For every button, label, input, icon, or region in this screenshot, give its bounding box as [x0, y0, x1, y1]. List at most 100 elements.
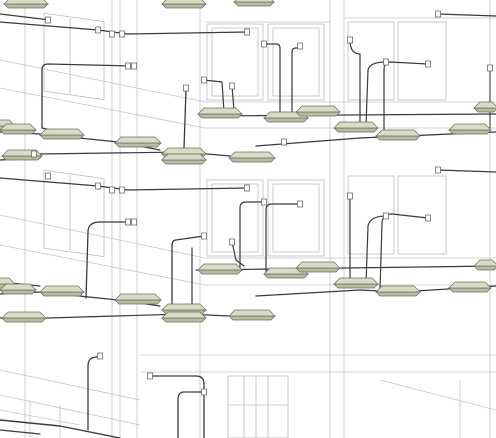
air-unit	[228, 309, 276, 321]
fitting-icon	[425, 60, 431, 68]
air-unit-top	[295, 105, 341, 113]
air-unit-side	[39, 134, 85, 140]
air-unit-side	[0, 129, 37, 135]
fitting-icon	[109, 186, 115, 194]
fitting-icon	[244, 184, 250, 192]
pipe-run	[265, 203, 301, 273]
pipe-run	[437, 13, 496, 17]
air-unit	[333, 277, 379, 289]
fitting-icon	[131, 218, 137, 226]
air-unit-side	[295, 111, 341, 117]
air-unit	[375, 285, 421, 297]
air-unit	[3, 0, 49, 9]
fitting-icon	[347, 36, 353, 44]
fitting-group	[31, 10, 493, 396]
air-unit	[0, 123, 37, 135]
air-unit	[473, 101, 496, 113]
air-unit-top	[375, 285, 421, 293]
pipe-run	[85, 221, 133, 299]
pipe-run	[365, 61, 387, 127]
fitting-icon	[281, 138, 287, 146]
fitting-icon	[383, 212, 389, 220]
fitting-icon	[95, 182, 101, 190]
pipe-run	[349, 39, 361, 125]
pipe-run	[437, 169, 496, 173]
air-unit-side	[448, 129, 492, 135]
air-unit	[161, 311, 207, 323]
air-unit-side	[295, 267, 341, 273]
air-unit-side	[375, 291, 421, 297]
pipe-run	[183, 89, 187, 149]
air-unit	[448, 281, 492, 293]
pipe-run	[41, 63, 133, 133]
fitting-icon	[383, 58, 389, 66]
air-unit	[375, 129, 421, 141]
pipe-run	[171, 235, 205, 307]
air-unit-top	[0, 283, 37, 291]
pipe-run	[177, 391, 205, 438]
fitting-icon	[95, 26, 101, 34]
fitting-icon	[425, 214, 431, 222]
fitting-icon	[125, 218, 131, 226]
fitting-icon	[201, 232, 207, 240]
air-unit	[263, 111, 309, 123]
fitting-icon	[119, 30, 125, 38]
fitting-icon	[97, 352, 103, 360]
air-unit	[228, 151, 276, 163]
pipe-run	[203, 79, 225, 113]
pipe-run	[87, 355, 101, 431]
fitting-icon	[147, 372, 153, 380]
air-unit-top	[333, 121, 379, 129]
pipe-run	[0, 429, 41, 435]
air-unit-side	[161, 3, 207, 9]
fitting-icon	[229, 238, 235, 246]
air-unit-side	[114, 142, 162, 148]
air-unit-top	[448, 123, 492, 131]
air-unit-side	[333, 283, 379, 289]
air-unit	[233, 0, 275, 7]
air-unit	[448, 123, 492, 135]
air-unit-side	[333, 127, 379, 133]
air-unit-side	[161, 317, 207, 323]
air-unit-side	[3, 3, 49, 9]
air-unit-top	[228, 309, 276, 317]
fitting-icon	[45, 172, 51, 180]
air-unit-top	[473, 259, 496, 267]
fitting-icon	[201, 76, 207, 84]
fitting-icon	[119, 186, 125, 194]
air-unit-side	[448, 287, 492, 293]
air-unit	[114, 136, 162, 148]
pipe-run	[231, 85, 235, 111]
pipe-run	[195, 265, 496, 271]
air-unit	[295, 105, 341, 117]
air-unit-top	[0, 277, 16, 285]
fitting-icon	[297, 42, 303, 50]
pipe-run	[0, 13, 51, 21]
pipe-run	[149, 375, 205, 438]
air-unit-side	[228, 157, 276, 163]
pipe-run	[379, 213, 429, 291]
air-unit-side	[0, 289, 37, 295]
air-unit-side	[263, 117, 309, 123]
air-unit-top	[448, 281, 492, 289]
air-unit-side	[1, 317, 47, 323]
fitting-icon	[487, 64, 493, 72]
air-unit-top	[295, 261, 341, 269]
air-unit	[161, 153, 207, 165]
air-unit-side	[197, 269, 243, 275]
fitting-icon	[183, 84, 189, 92]
air-unit	[39, 285, 85, 297]
fitting-icon	[435, 166, 441, 174]
fitting-icon	[229, 82, 235, 90]
pipe-run	[239, 201, 265, 269]
pipe-run	[263, 43, 281, 119]
air-unit	[197, 263, 243, 275]
air-unit	[114, 293, 162, 305]
air-unit-group	[0, 0, 496, 323]
pipe-run	[199, 113, 496, 117]
fitting-icon	[297, 200, 303, 208]
pipe-run	[365, 215, 387, 285]
air-unit-top	[233, 0, 275, 3]
